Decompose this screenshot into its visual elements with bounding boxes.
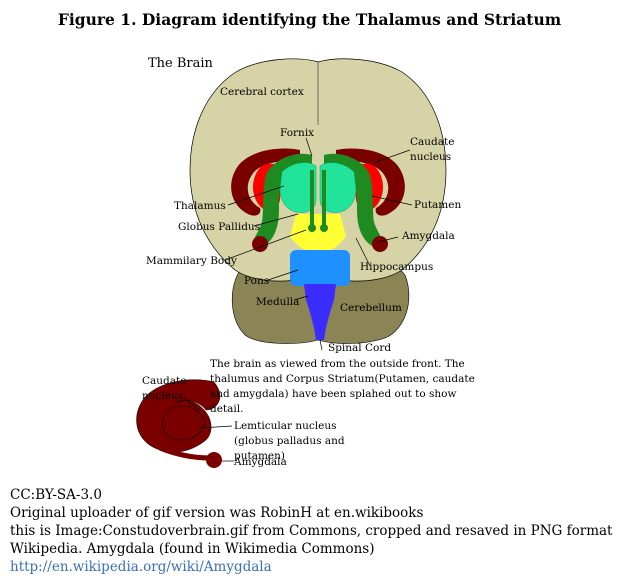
- left-caudate-shape: [231, 148, 300, 216]
- mammilary-body-label: Mammilary Body: [146, 255, 237, 267]
- right-amygdala-shape: [372, 236, 388, 252]
- inset-caudate-line2: nucleus: [142, 390, 184, 402]
- fornix-label: Fornix: [280, 127, 315, 139]
- cerebral-cortex-label: Cerebral cortex: [220, 86, 304, 98]
- uploader-text: Original uploader of gif version was Rob…: [10, 505, 424, 521]
- amygdala-link[interactable]: http://en.wikipedia.org/wiki/Amygdala: [10, 559, 272, 575]
- spinal-cord-label: Spinal Cord: [328, 342, 392, 354]
- midbrain-shape: [290, 214, 346, 252]
- wikipedia-text: Wikipedia. Amygdala (found in Wikimedia …: [10, 541, 375, 557]
- diagram-caption: The brain as viewed from the outside fro…: [210, 358, 475, 415]
- pons-shape: [290, 250, 350, 286]
- the-brain-label: The Brain: [148, 56, 213, 71]
- right-hippocampus-shape: [324, 153, 383, 248]
- globus-pallidus-label: Globus Pallidus: [178, 221, 261, 233]
- medulla-label: Medulla: [256, 296, 300, 308]
- pons-label: Pons: [244, 275, 270, 287]
- caudate-label-line1: Caudate: [410, 136, 455, 148]
- hippocampus-label: Hippocampus: [360, 261, 434, 273]
- license-text: CC:BY-SA-3.0: [10, 487, 102, 503]
- inset-caudate-line1: Caudate: [142, 375, 187, 387]
- medulla-shape: [304, 284, 336, 340]
- left-hippocampus-shape: [253, 153, 312, 248]
- caudate-label-line2: nucleus: [410, 151, 452, 163]
- right-caudate-shape: [336, 148, 405, 216]
- left-amygdala-shape: [252, 236, 268, 252]
- source-text: this is Image:Constudoverbrain.gif from …: [10, 523, 613, 539]
- inset-lenticular-label: Lemticular nucleus (globus palladus and …: [234, 420, 345, 462]
- thalamus-label: Thalamus: [174, 200, 226, 212]
- inset-amygdala-label: Amygdala: [234, 456, 287, 468]
- brain-diagram: [136, 58, 447, 468]
- amygdala-label: Amygdala: [402, 230, 455, 242]
- putamen-label: Putamen: [414, 199, 462, 211]
- inset-amygdala-shape: [206, 452, 222, 468]
- left-thalamus-shape: [279, 162, 317, 213]
- cerebellum-label: Cerebellum: [340, 302, 402, 314]
- figure-title: Figure 1. Diagram identifying the Thalam…: [57, 10, 562, 29]
- right-thalamus-shape: [319, 162, 357, 213]
